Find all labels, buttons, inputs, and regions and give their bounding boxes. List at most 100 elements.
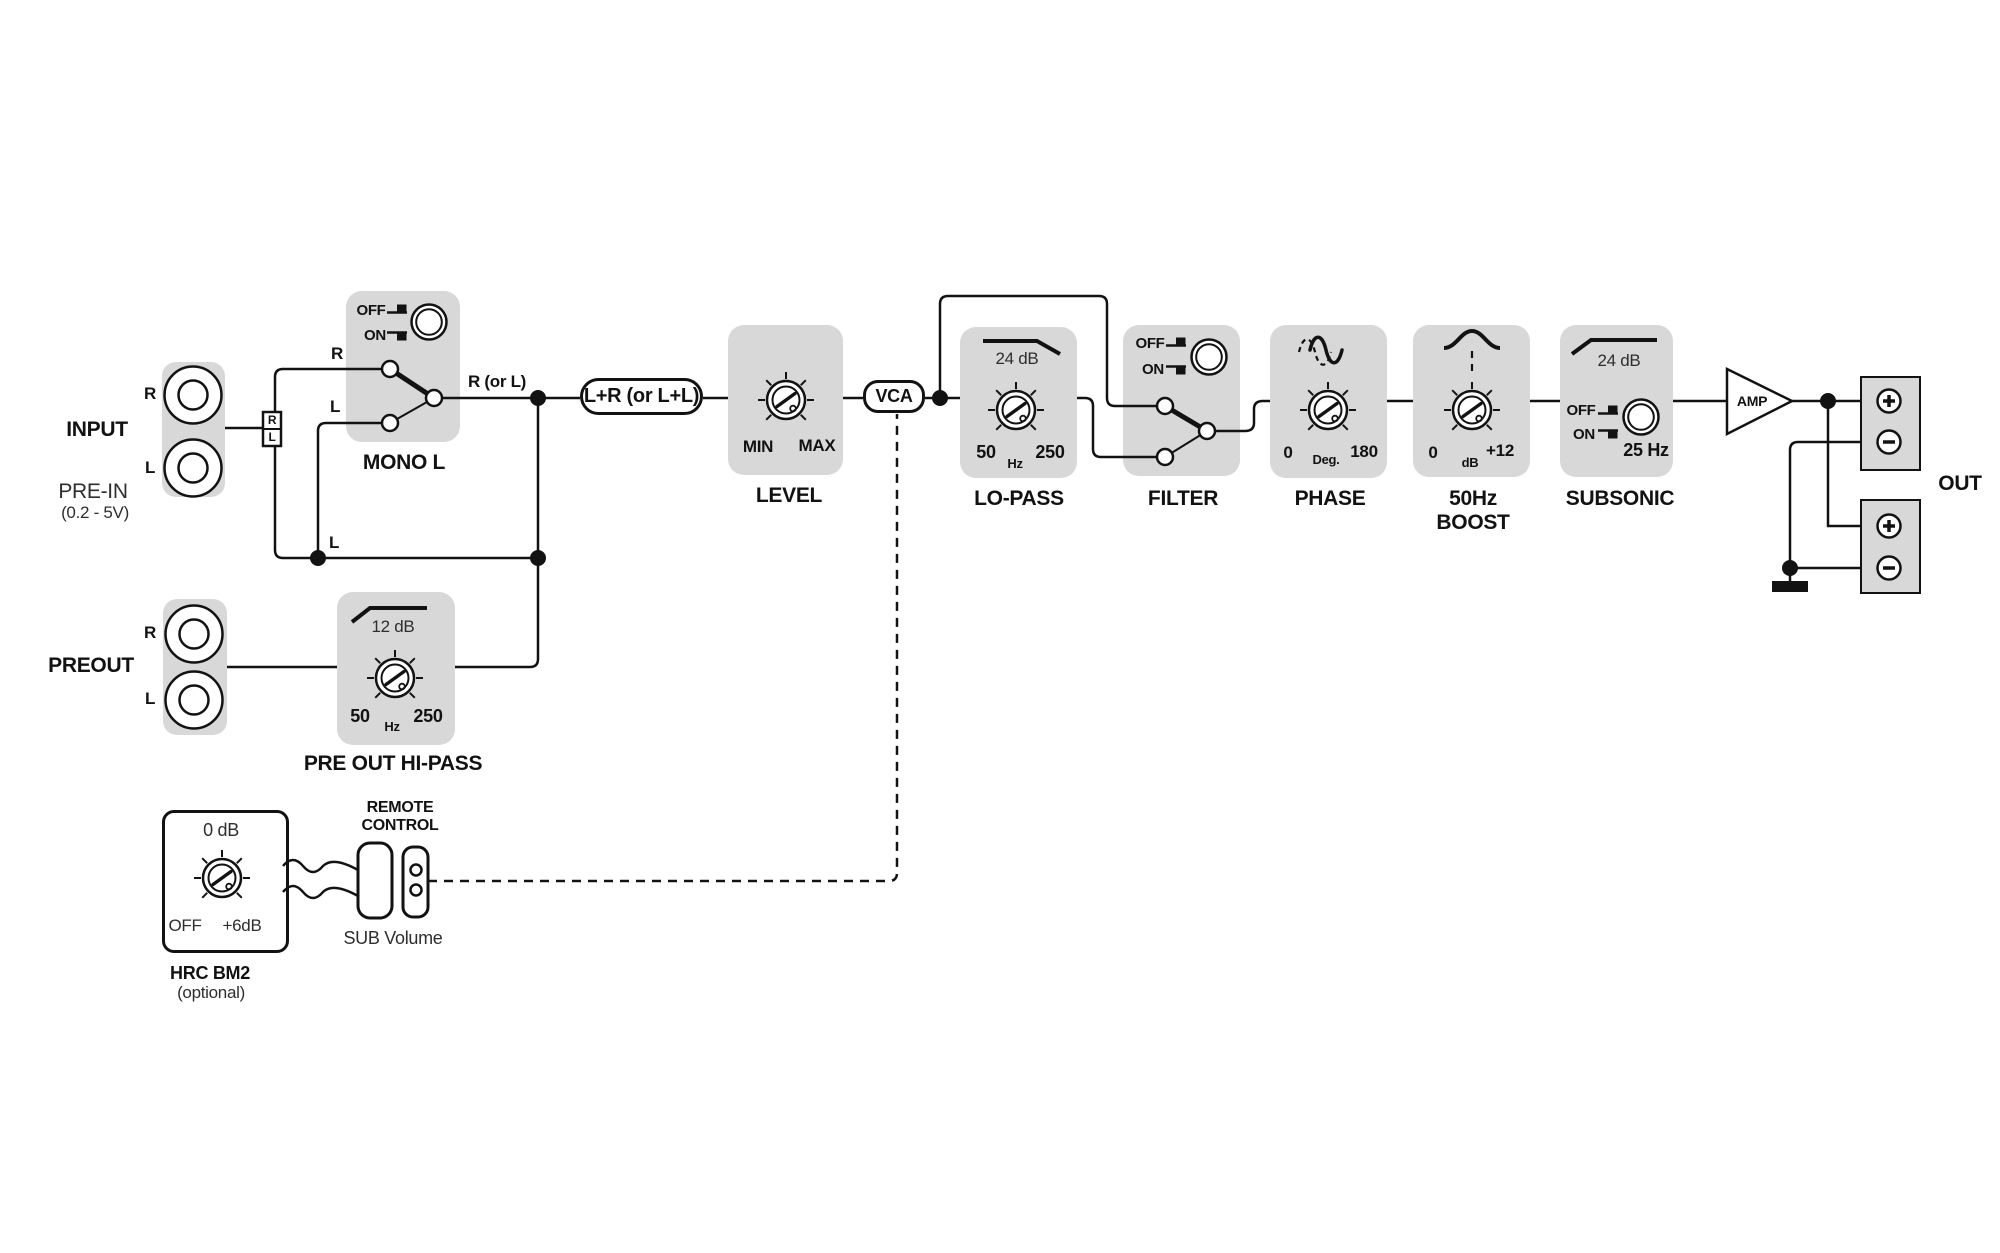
prehipass-max-label: 250 — [413, 706, 443, 726]
splitter-l-label: L — [268, 430, 276, 444]
input-jack-r-icon — [163, 365, 223, 425]
preout-jack-r-label: R — [144, 623, 156, 642]
filter-switch-node-filtered — [1155, 447, 1175, 467]
lopass-slope-icon — [983, 339, 1061, 356]
vca-pill: VCA — [863, 380, 925, 413]
out1-minus-terminal-icon — [1875, 428, 1903, 456]
phase-unit-label: Deg. — [1312, 452, 1340, 467]
junction-l-branch — [308, 548, 328, 568]
filter-button — [1190, 338, 1228, 376]
wire-l-bottom-line — [273, 446, 538, 560]
mono-switch-node-r — [380, 359, 400, 379]
boost-bell-icon — [1443, 328, 1501, 350]
out1-plus-terminal-icon — [1875, 387, 1903, 415]
phase-min-label: 0 — [1283, 443, 1293, 462]
level-min-label: MIN — [742, 437, 774, 456]
prehipass-min-label: 50 — [350, 706, 370, 726]
boost-unit-label: dB — [1461, 455, 1479, 470]
wire-lopass-out — [1077, 396, 1157, 459]
junction-sum-l — [528, 548, 548, 568]
phase-sine-dashed-icon — [1297, 338, 1333, 366]
lopass-max-label: 250 — [1035, 442, 1065, 462]
lopass-unit-label: Hz — [1007, 456, 1023, 471]
subsonic-slope-label: 24 dB — [1597, 351, 1641, 370]
phase-block-label: PHASE — [1294, 487, 1366, 510]
mono-block-label: MONO L — [362, 451, 446, 474]
filter-on-icon — [1164, 365, 1188, 376]
remote-plug-body — [356, 841, 394, 920]
hrc-knob — [192, 848, 252, 900]
wire-out-minus-rail — [1788, 440, 1860, 570]
wire-sum-vertical-preout-tap — [455, 398, 540, 669]
remote-socket-body — [401, 845, 430, 919]
boost-knob — [1442, 380, 1502, 432]
level-block-label: LEVEL — [755, 484, 823, 507]
lopass-block-label: LO-PASS — [974, 487, 1064, 510]
lopass-slope-label: 24 dB — [995, 349, 1039, 368]
remote-label-2: CONTROL — [361, 817, 439, 834]
prehipass-slope-label: 12 dB — [371, 617, 415, 636]
out2-plus-terminal-icon — [1875, 512, 1903, 540]
phase-sine-icon — [1308, 335, 1344, 365]
mono-in-l-label: L — [329, 397, 341, 416]
ground-icon — [1772, 581, 1808, 592]
input-jack-r-label: R — [144, 384, 156, 403]
filter-switch-node-bypass — [1155, 396, 1175, 416]
subsonic-button — [1622, 398, 1660, 436]
cable-squiggle-top — [282, 858, 359, 874]
subsonic-freq-label: 25 Hz — [1623, 440, 1669, 460]
pre-in-range-label: (0.2 - 5V) — [61, 503, 129, 522]
mono-switch-node-l — [380, 413, 400, 433]
mono-button — [410, 303, 448, 341]
hipass-slope-icon — [350, 606, 427, 624]
remote-socket-pin-2 — [409, 883, 423, 897]
mono-on-label: ON — [364, 327, 386, 344]
boost-min-label: 0 — [1428, 443, 1438, 462]
wire-r-to-mono — [273, 367, 382, 412]
lopass-min-label: 50 — [976, 442, 996, 462]
mono-in-r-label: R — [331, 344, 343, 363]
wire-out-plus-2 — [1826, 401, 1860, 528]
boost-block-label-1: 50Hz — [1449, 487, 1497, 510]
filter-block-label: FILTER — [1147, 487, 1219, 510]
hrc-plus6-label: +6dB — [222, 916, 262, 935]
subsonic-on-icon — [1596, 429, 1620, 440]
amp-triangle-icon — [1725, 366, 1795, 437]
remote-label-1: REMOTE — [366, 799, 434, 816]
out2-minus-terminal-icon — [1875, 554, 1903, 582]
prehipass-unit-label: Hz — [384, 719, 400, 734]
subsonic-off-icon — [1596, 404, 1620, 415]
preout-jack-r-icon — [164, 604, 224, 664]
input-jack-l-label: L — [144, 458, 156, 477]
phase-max-label: 180 — [1350, 442, 1378, 461]
filter-switch-node-out — [1197, 421, 1217, 441]
mono-off-label: OFF — [356, 302, 386, 319]
phase-knob — [1298, 380, 1358, 432]
wire-remote-dashed — [428, 414, 899, 883]
wire-filter-out — [1215, 399, 1270, 433]
filter-off-label: OFF — [1135, 335, 1165, 352]
boost-block-label-2: BOOST — [1436, 511, 1510, 534]
hrc-off-label: OFF — [168, 916, 202, 935]
junction-sum-main — [528, 388, 548, 408]
cable-squiggle-bottom — [282, 884, 359, 900]
subsonic-off-label: OFF — [1566, 402, 1596, 419]
preout-label: PREOUT — [48, 654, 134, 677]
mono-switch-node-out — [424, 388, 444, 408]
junction-vca-out — [930, 388, 950, 408]
junction-amp-out — [1818, 391, 1838, 411]
subsonic-on-label: ON — [1573, 426, 1595, 443]
prehipass-knob — [365, 648, 425, 700]
amp-label: AMP — [1736, 393, 1768, 409]
subsonic-slope-icon — [1570, 338, 1657, 356]
prehipass-block-label: PRE OUT HI-PASS — [303, 752, 483, 775]
mono-out-label: R (or L) — [467, 372, 527, 391]
filter-off-icon — [1164, 336, 1188, 347]
level-knob — [756, 370, 816, 422]
wire-lopass-bypass — [938, 294, 1157, 408]
hrc-note-label: (optional) — [177, 983, 245, 1002]
junction-ground — [1780, 558, 1800, 578]
level-max-label: MAX — [798, 436, 836, 455]
